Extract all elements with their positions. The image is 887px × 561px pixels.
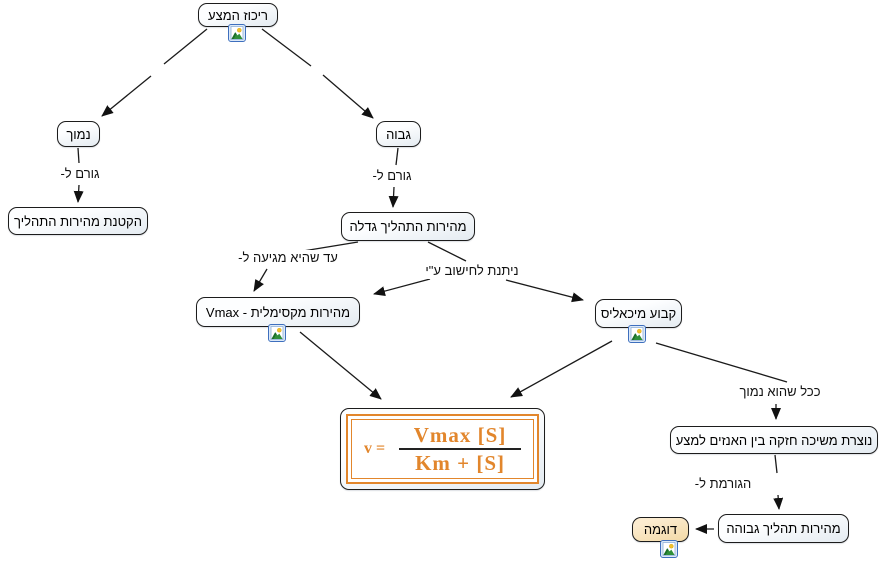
node-max-speed-vmax[interactable]: מהירות מקסימלית - Vmax xyxy=(196,297,360,327)
image-resource-icon[interactable] xyxy=(268,324,286,342)
node-label: מהירות התהליך גדלה xyxy=(349,219,467,234)
link-causing-highspeed xyxy=(773,494,784,510)
node-example[interactable]: דוגמה xyxy=(632,517,689,542)
link-root-low-a xyxy=(163,28,208,65)
fraction-bar xyxy=(399,448,522,450)
link-increase-computed xyxy=(427,241,467,262)
node-michaelis-menten-formula[interactable]: v = Vmax [S] Km + [S] xyxy=(340,408,545,490)
formula-numerator: Vmax [S] xyxy=(413,422,507,447)
node-process-speed-increase[interactable]: מהירות התהליך גדלה xyxy=(341,212,475,241)
linking-phrase-causes-high[interactable]: גורם ל- xyxy=(370,168,414,184)
link-low-causes xyxy=(77,147,80,164)
node-label: מהירות תהליך גבוהה xyxy=(726,521,841,536)
link-computed-vmax xyxy=(373,278,431,296)
formula-denominator: Km + [S] xyxy=(415,451,506,475)
linking-phrase-computed-by[interactable]: ניתנת לחישוב ע"י xyxy=(423,263,521,279)
node-strong-attraction[interactable]: נוצרת משיכה חזקה בין האנזים למצע xyxy=(670,426,878,454)
link-vmax-formula xyxy=(299,331,382,400)
node-label: ריכוז המצע xyxy=(208,7,268,23)
node-substrate-concentration[interactable]: ריכוז המצע xyxy=(198,3,278,27)
node-label: נוצרת משיכה חזקה בין האנזים למצע xyxy=(675,432,873,448)
link-root-low-b xyxy=(101,75,152,117)
link-computed-michaelis xyxy=(505,279,584,303)
link-root-high-a xyxy=(261,28,312,67)
node-low[interactable]: נמוך xyxy=(57,121,100,147)
link-high-causes xyxy=(395,147,399,166)
link-root-high-b xyxy=(322,74,374,119)
image-resource-icon[interactable] xyxy=(228,24,246,42)
image-icon xyxy=(228,24,246,42)
formula-image: v = Vmax [S] Km + [S] xyxy=(346,414,539,484)
link-attraction-causing xyxy=(774,454,778,474)
link-causes-decrease xyxy=(73,184,84,203)
linking-phrase-the-lower-it-is[interactable]: ככל שהוא נמוך xyxy=(737,384,823,400)
node-label: נמוך xyxy=(66,126,91,142)
node-label: מהירות מקסימלית - Vmax xyxy=(205,304,351,320)
node-label: דוגמה xyxy=(643,522,678,537)
linking-phrase-until-reaches[interactable]: עד שהיא מגיעה ל- xyxy=(236,250,340,266)
image-resource-icon[interactable] xyxy=(628,325,646,343)
node-high[interactable]: גבוה xyxy=(376,121,421,147)
node-label: הקטנת מהירות התהליך xyxy=(14,213,142,229)
link-until-vmax xyxy=(253,268,268,292)
formula-lhs: v = xyxy=(363,440,386,457)
linking-phrase-causing[interactable]: הגורמת ל- xyxy=(692,476,754,492)
formula-fraction: Vmax [S] Km + [S] xyxy=(399,422,522,475)
link-michaelis-lower xyxy=(655,342,788,383)
node-label: גבוה xyxy=(386,126,411,142)
node-high-process-speed[interactable]: מהירות תהליך גבוהה xyxy=(718,514,849,543)
image-icon xyxy=(628,325,646,343)
image-resource-icon[interactable] xyxy=(660,540,678,558)
link-michaelis-formula xyxy=(510,340,613,398)
linking-phrase-causes-low[interactable]: גורם ל- xyxy=(58,166,102,182)
node-process-speed-decrease[interactable]: הקטנת מהירות התהליך xyxy=(8,207,148,235)
node-michaelis-constant[interactable]: קבוע מיכאליס xyxy=(595,299,682,328)
link-causes-increase xyxy=(388,186,399,208)
image-icon xyxy=(268,324,286,342)
node-label: קבוע מיכאליס xyxy=(600,306,677,321)
image-icon xyxy=(660,540,678,558)
